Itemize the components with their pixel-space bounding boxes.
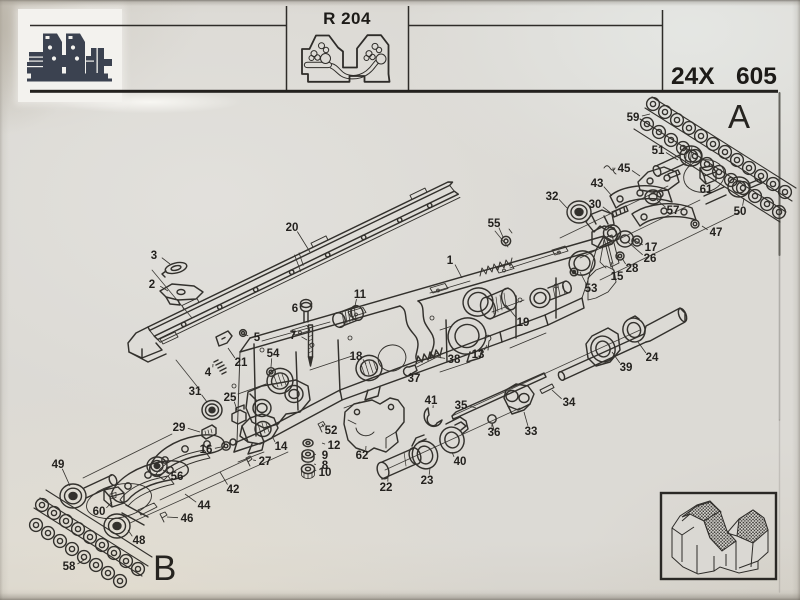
- svg-text:7: 7: [290, 330, 296, 342]
- svg-text:14: 14: [275, 441, 288, 453]
- svg-text:42: 42: [227, 484, 240, 496]
- svg-text:40: 40: [454, 456, 467, 468]
- svg-text:R 204: R 204: [323, 9, 371, 28]
- svg-text:13: 13: [472, 349, 485, 361]
- svg-text:3: 3: [151, 250, 157, 262]
- svg-text:44: 44: [198, 500, 211, 512]
- svg-text:12: 12: [328, 440, 341, 452]
- svg-text:62: 62: [356, 450, 369, 462]
- svg-text:11: 11: [354, 289, 367, 301]
- svg-text:26: 26: [644, 253, 657, 265]
- svg-text:16: 16: [200, 444, 213, 456]
- svg-text:50: 50: [734, 206, 747, 218]
- svg-text:39: 39: [620, 362, 633, 374]
- svg-text:61: 61: [700, 184, 713, 196]
- svg-text:60: 60: [93, 506, 106, 518]
- svg-text:B: B: [153, 549, 176, 588]
- svg-text:43: 43: [591, 178, 604, 190]
- svg-text:55: 55: [488, 218, 501, 230]
- svg-text:20: 20: [286, 222, 299, 234]
- svg-text:31: 31: [189, 386, 202, 398]
- svg-text:24: 24: [646, 352, 659, 364]
- svg-text:41: 41: [425, 395, 438, 407]
- svg-text:49: 49: [52, 459, 65, 471]
- svg-text:51: 51: [652, 145, 665, 157]
- svg-text:38: 38: [448, 354, 461, 366]
- svg-text:6: 6: [292, 303, 298, 315]
- svg-text:35: 35: [455, 400, 468, 412]
- svg-text:15: 15: [611, 271, 624, 283]
- svg-text:54: 54: [267, 348, 280, 360]
- svg-text:27: 27: [259, 456, 272, 468]
- svg-text:32: 32: [546, 191, 559, 203]
- svg-text:57: 57: [667, 205, 680, 217]
- svg-text:5: 5: [254, 332, 261, 344]
- svg-text:23: 23: [421, 475, 434, 487]
- svg-text:4: 4: [205, 367, 212, 379]
- svg-text:19: 19: [517, 317, 530, 329]
- svg-text:29: 29: [173, 422, 186, 434]
- svg-text:9: 9: [322, 450, 328, 462]
- svg-text:1: 1: [447, 255, 454, 267]
- svg-text:59: 59: [627, 112, 640, 124]
- svg-text:33: 33: [525, 426, 538, 438]
- svg-text:25: 25: [224, 392, 237, 404]
- svg-text:22: 22: [380, 482, 393, 494]
- svg-text:34: 34: [563, 397, 576, 409]
- svg-text:605: 605: [736, 63, 777, 90]
- svg-text:8: 8: [322, 460, 329, 472]
- svg-text:46: 46: [181, 513, 194, 525]
- svg-text:56: 56: [171, 471, 184, 483]
- svg-text:47: 47: [710, 227, 723, 239]
- svg-text:A: A: [728, 98, 750, 135]
- svg-text:17: 17: [645, 242, 658, 254]
- svg-text:58: 58: [63, 561, 76, 573]
- svg-text:53: 53: [585, 283, 598, 295]
- svg-text:37: 37: [408, 373, 421, 385]
- svg-text:45: 45: [618, 163, 631, 175]
- svg-text:18: 18: [350, 351, 363, 363]
- svg-text:21: 21: [235, 357, 248, 369]
- svg-text:48: 48: [133, 535, 146, 547]
- svg-text:28: 28: [626, 263, 639, 275]
- svg-text:2: 2: [149, 279, 155, 291]
- svg-text:24X: 24X: [671, 63, 715, 90]
- svg-text:36: 36: [488, 427, 501, 439]
- svg-text:10: 10: [319, 467, 332, 479]
- svg-text:52: 52: [325, 425, 338, 437]
- svg-text:30: 30: [589, 199, 602, 211]
